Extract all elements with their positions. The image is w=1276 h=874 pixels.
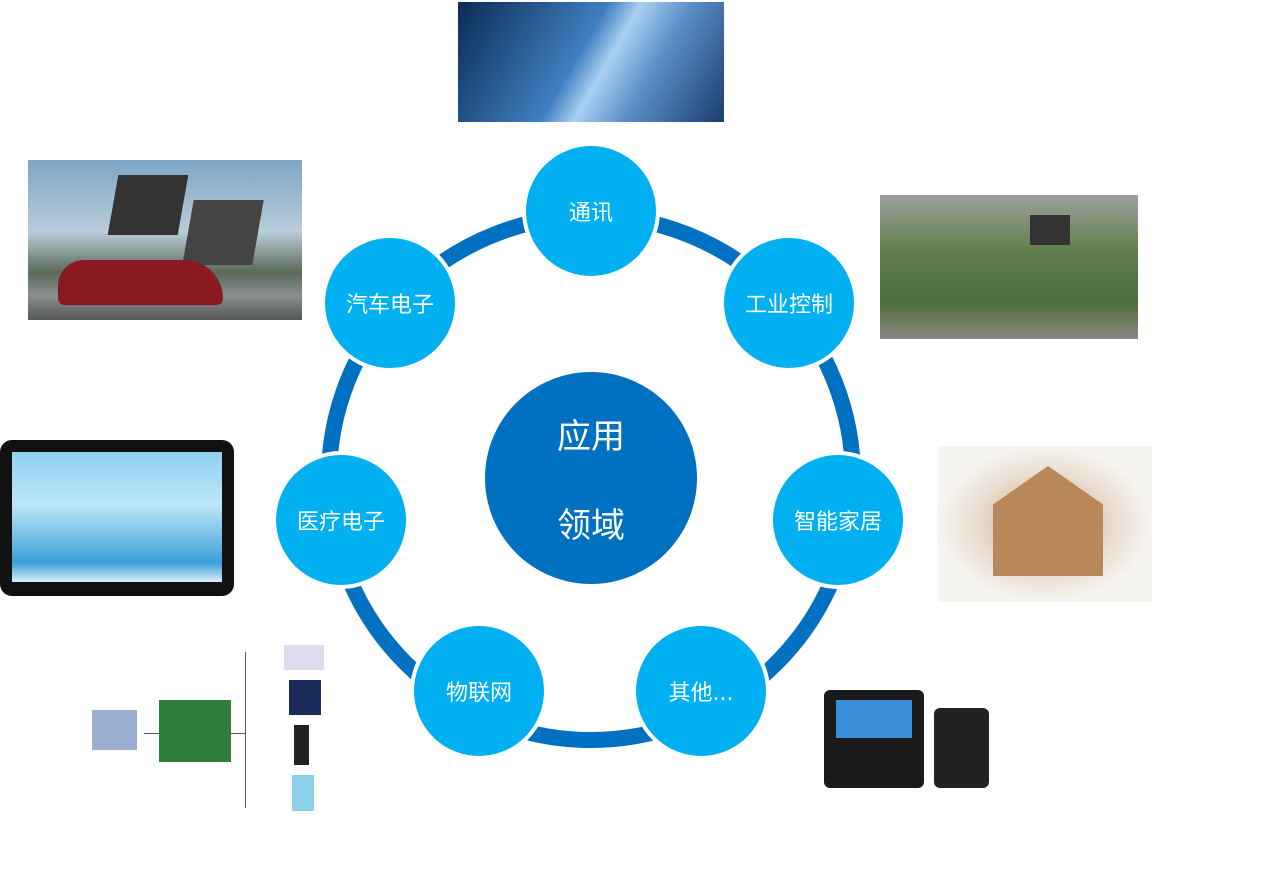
industrial-machine-image [880, 195, 1138, 339]
node-communication: 通讯 [522, 142, 660, 280]
node-other: 其他... [632, 622, 770, 760]
iot-diagram-image [84, 640, 344, 818]
node-label: 物联网 [445, 681, 512, 706]
medical-tablet-image [0, 440, 234, 596]
node-label: 智能家居 [793, 510, 882, 535]
node-label: 工业控制 [744, 293, 833, 318]
node-automotive-electronics: 汽车电子 [321, 234, 459, 372]
smart-home-image [938, 446, 1152, 602]
node-label: 汽车电子 [345, 293, 434, 318]
node-label: 通讯 [568, 201, 613, 226]
node-label: 医疗电子 [296, 510, 385, 535]
automotive-image [28, 160, 302, 320]
node-label: 其他... [668, 681, 734, 706]
center-hub: 应用 领域 [485, 372, 697, 584]
center-title-line1: 应用 [557, 417, 625, 457]
node-industrial-control: 工业控制 [720, 234, 858, 372]
center-title-line2: 领域 [557, 506, 625, 546]
node-iot: 物联网 [410, 622, 548, 760]
pos-terminal-image [822, 668, 1008, 790]
node-smart-home: 智能家居 [769, 451, 907, 589]
aerospace-image [458, 2, 724, 122]
node-medical-electronics: 医疗电子 [272, 451, 410, 589]
